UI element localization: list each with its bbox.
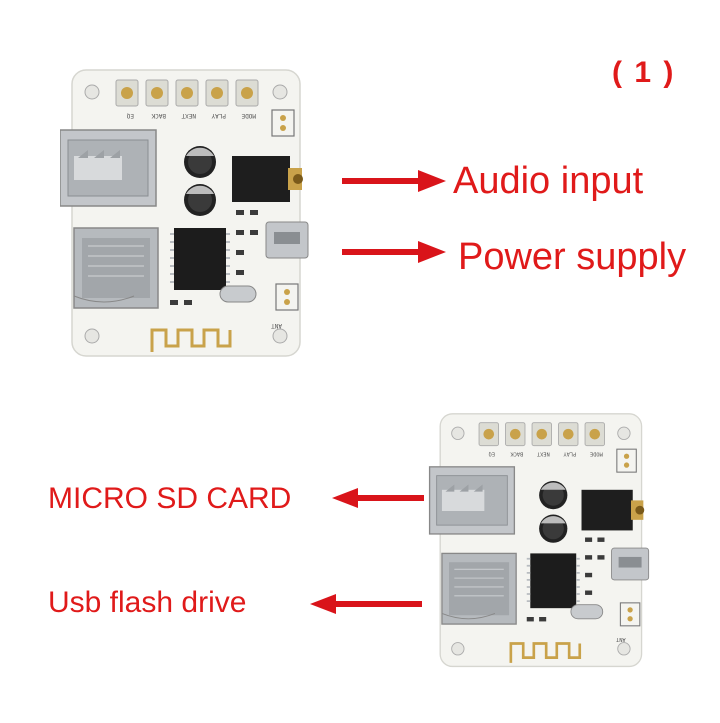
crystal: [219, 285, 257, 303]
label-usb-flash-drive: Usb flash drive: [48, 586, 247, 619]
micro-sd-slot: [73, 227, 159, 309]
silk-back: BACK: [151, 112, 166, 119]
mounting-hole: [84, 84, 100, 100]
micro-usb-port: [265, 221, 309, 259]
arrow-power-supply: [342, 241, 446, 263]
main-chip: [170, 228, 230, 290]
capacitor-2: [184, 184, 216, 216]
pcb-antenna: [150, 328, 232, 352]
svg-text:ANT: ANT: [615, 636, 625, 642]
svg-text:EQ: EQ: [489, 451, 495, 457]
capacitor-1: [184, 146, 216, 178]
silk-next: NEXT: [181, 112, 196, 119]
svg-text:BACK: BACK: [510, 451, 524, 457]
silk-ant: ANT: [271, 322, 282, 329]
label-audio-input: Audio input: [453, 160, 644, 202]
arrow-audio-input: [342, 170, 446, 192]
arrow-usb-flash-drive: [310, 594, 422, 614]
silk-play: PLAY: [211, 112, 226, 119]
mounting-hole: [84, 328, 100, 344]
label-micro-sd-card: MICRO SD CARD: [48, 482, 292, 515]
mounting-hole: [272, 84, 288, 100]
svg-text:NEXT: NEXT: [536, 451, 550, 457]
svg-text:PLAY: PLAY: [563, 451, 577, 457]
label-power-supply: Power supply: [458, 236, 687, 278]
figure-number: ( 1 ): [612, 56, 676, 89]
mounting-hole: [272, 328, 288, 344]
arrow-micro-sd-card: [332, 488, 424, 508]
svg-text:MODE: MODE: [590, 451, 603, 457]
bluetooth-audio-board-bottom: EQ BACK NEXT PLAY MODE ANT: [428, 413, 650, 668]
silk-eq: EQ: [126, 112, 134, 119]
tactile-buttons: [115, 79, 259, 107]
silk-mode: MODE: [241, 112, 256, 119]
bluetooth-audio-board-top: EQ BACK NEXT PLAY MODE: [60, 69, 309, 357]
audio-jack: [232, 156, 303, 202]
usb-a-port: [60, 129, 157, 207]
